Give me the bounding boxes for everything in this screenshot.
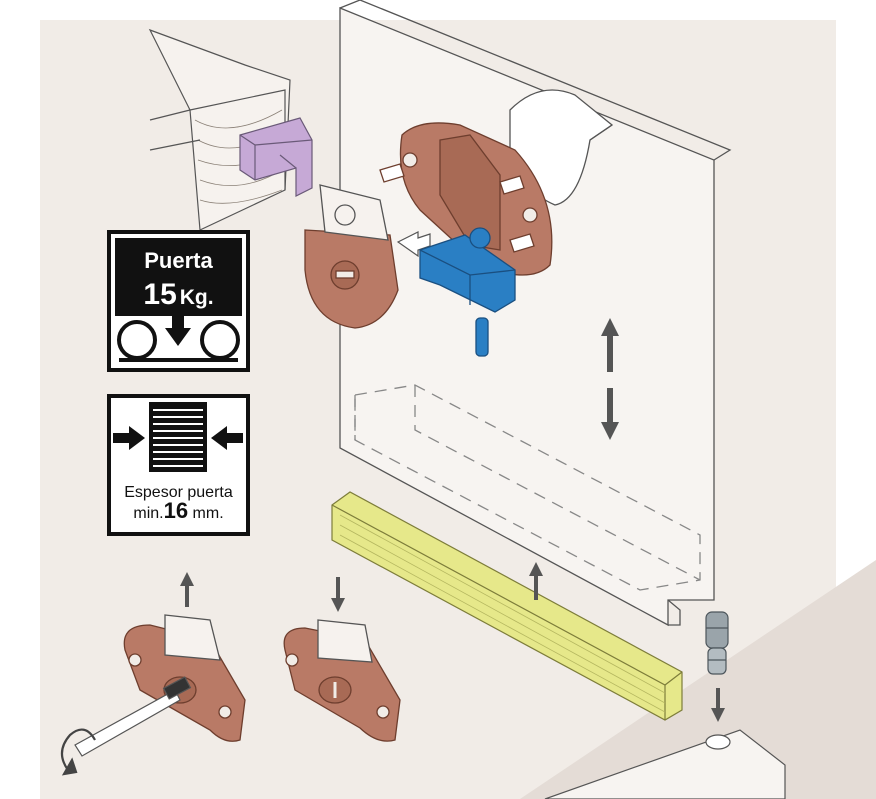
weight-unit: Kg. [179, 286, 214, 309]
door-thickness-badge: Espesor puerta min.16 mm. [107, 394, 250, 536]
blue-bracket [419, 227, 516, 357]
slide-arrow-icon [396, 231, 431, 258]
weight-badge-title: Puerta [144, 248, 213, 273]
bottom-guide [705, 611, 729, 675]
screwdriver-icon [74, 676, 192, 757]
thickness-value: 16 [163, 498, 189, 523]
down-arrow-icon [711, 688, 725, 722]
bottom-groove-outline [354, 384, 701, 591]
roller-icon [115, 316, 242, 366]
thickness-value-row: min.16 mm. [111, 500, 246, 523]
rotate-arrow-icon [60, 728, 96, 776]
squeeze-arrows-icon [113, 402, 243, 472]
thickness-label: Espesor puerta [124, 484, 233, 501]
adjust-hanger-right [283, 619, 401, 742]
top-profile [239, 117, 313, 197]
up-arrow-icon [529, 562, 543, 600]
bottom-rail [331, 491, 683, 721]
thickness-label-block: Espesor puerta min.16 mm. [111, 484, 246, 523]
up-arrow-left-icon [180, 572, 194, 607]
thickness-min-prefix: min. [133, 505, 164, 522]
down-arrow-mid-icon [331, 577, 345, 612]
up-down-arrow-icon [601, 318, 619, 440]
thickness-unit: mm. [192, 505, 224, 522]
side-hanger [304, 184, 399, 329]
weight-value: 15 [143, 278, 177, 311]
bottom-cabinet-panel [544, 729, 786, 799]
main-hanger [379, 122, 553, 276]
